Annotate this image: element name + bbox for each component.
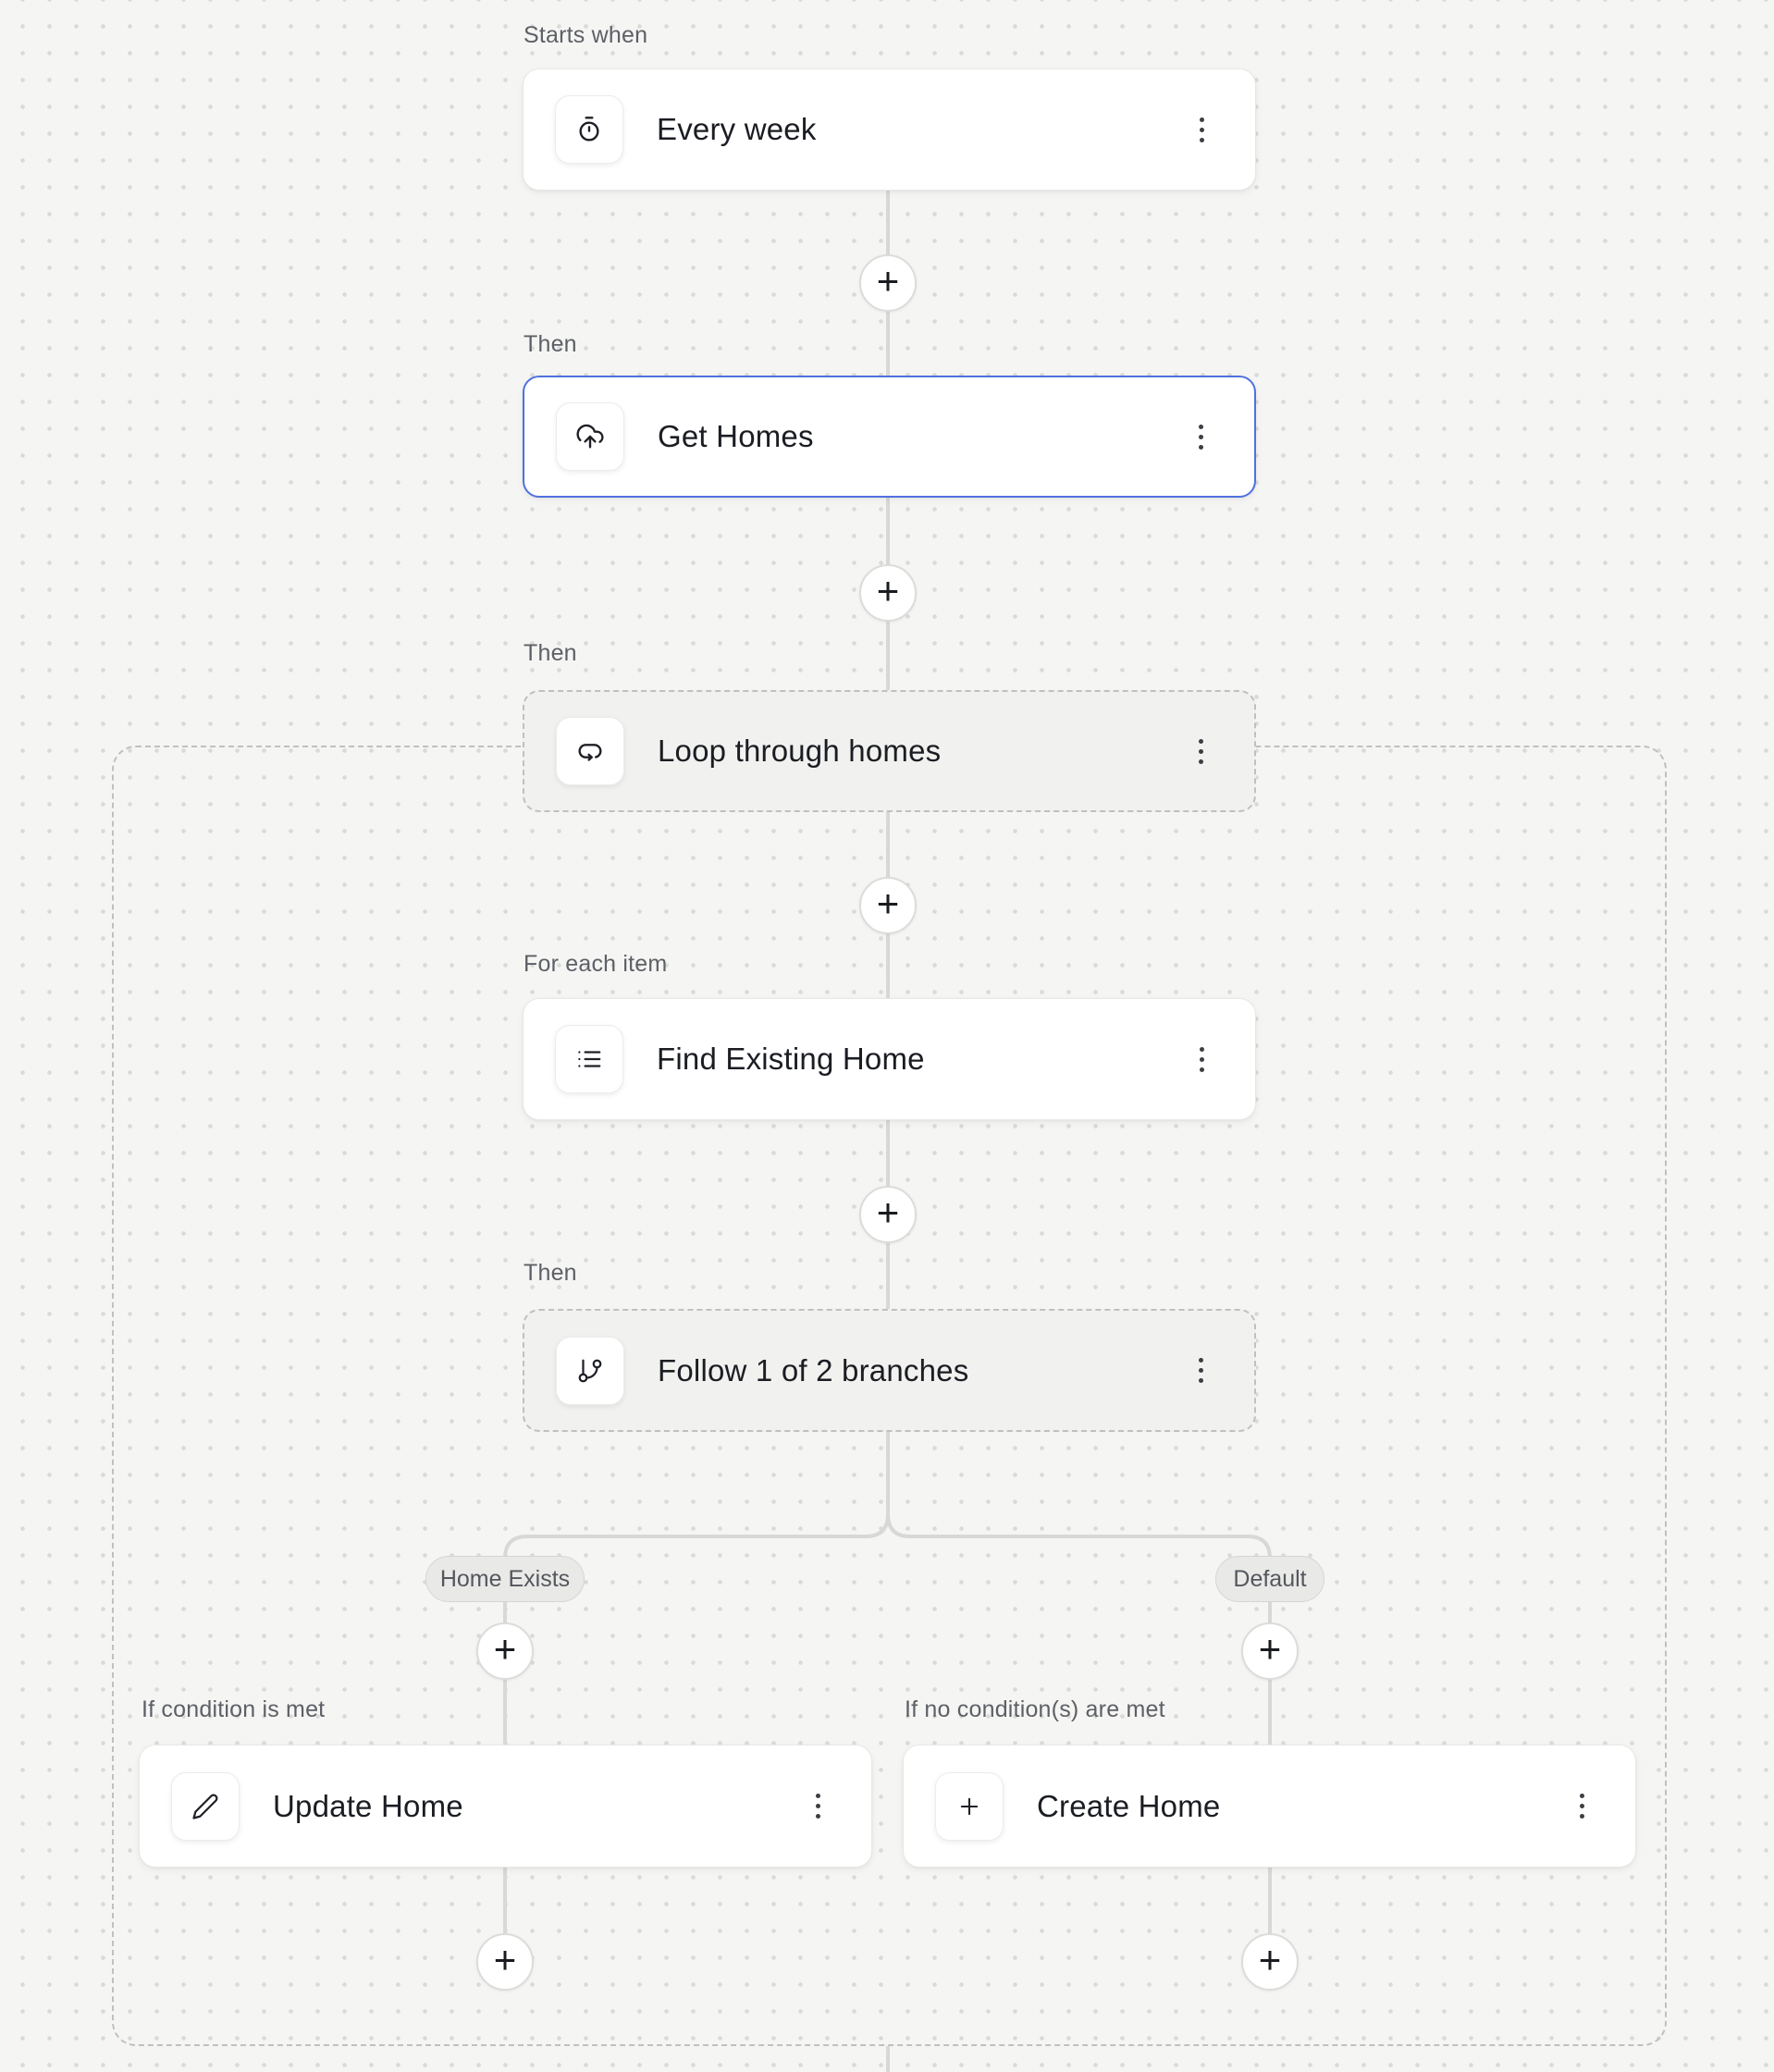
connector-line: [503, 1868, 507, 1962]
kebab-menu-icon[interactable]: [1188, 731, 1213, 771]
connector-line: [886, 2046, 890, 2072]
add-step-button[interactable]: +: [1241, 1933, 1299, 1991]
action-node-create-home[interactable]: Create Home: [903, 1745, 1636, 1868]
loop-icon: [556, 717, 624, 785]
add-step-button[interactable]: +: [476, 1933, 534, 1991]
kebab-menu-icon[interactable]: [1569, 1786, 1595, 1827]
kebab-menu-icon[interactable]: [805, 1786, 831, 1827]
plus-icon: [935, 1771, 1004, 1841]
action-node-get-homes[interactable]: Get Homes: [523, 376, 1256, 498]
kebab-menu-icon[interactable]: [1189, 1039, 1214, 1079]
section-label-starts-when: Starts when: [524, 22, 648, 48]
node-title: Create Home: [1037, 1788, 1221, 1823]
add-step-button[interactable]: +: [859, 877, 917, 934]
loop-node-loop-through-homes[interactable]: Loop through homes: [523, 690, 1256, 812]
connector-line: [1268, 1868, 1272, 1962]
kebab-menu-icon[interactable]: [1188, 1350, 1213, 1391]
branch-node-follow-branches[interactable]: Follow 1 of 2 branches: [523, 1309, 1256, 1432]
kebab-menu-icon[interactable]: [1188, 416, 1213, 457]
branch-pill-home-exists: Home Exists: [425, 1556, 585, 1602]
branch-pill-default: Default: [1215, 1556, 1324, 1602]
add-step-button[interactable]: +: [859, 1186, 917, 1243]
node-title: Find Existing Home: [657, 1042, 925, 1076]
section-label-then: Then: [524, 640, 577, 666]
node-title: Get Homes: [658, 419, 814, 453]
node-title: Loop through homes: [658, 734, 942, 768]
node-title: Update Home: [273, 1788, 463, 1823]
pencil-icon: [171, 1771, 240, 1841]
section-label-then: Then: [524, 1260, 577, 1286]
add-step-button[interactable]: +: [859, 254, 917, 312]
add-step-button[interactable]: +: [1241, 1622, 1299, 1680]
section-label-then: Then: [524, 331, 577, 357]
list-icon: [555, 1025, 623, 1093]
add-step-button[interactable]: +: [476, 1622, 534, 1680]
action-node-update-home[interactable]: Update Home: [139, 1745, 872, 1868]
timer-icon: [555, 95, 623, 164]
section-label-for-each-item: For each item: [524, 951, 668, 977]
action-node-find-existing-home[interactable]: Find Existing Home: [523, 998, 1256, 1120]
add-step-button[interactable]: +: [859, 564, 917, 622]
section-label-if-no-condition-met: If no condition(s) are met: [905, 1696, 1165, 1722]
cloud-upload-icon: [556, 402, 624, 471]
git-branch-icon: [556, 1336, 624, 1405]
trigger-node-every-week[interactable]: Every week: [523, 68, 1256, 191]
branch-split-connector: [503, 1432, 1272, 1565]
node-title: Every week: [657, 112, 817, 146]
node-title: Follow 1 of 2 branches: [658, 1352, 969, 1388]
section-label-if-condition-met: If condition is met: [142, 1696, 326, 1722]
kebab-menu-icon[interactable]: [1189, 109, 1214, 150]
